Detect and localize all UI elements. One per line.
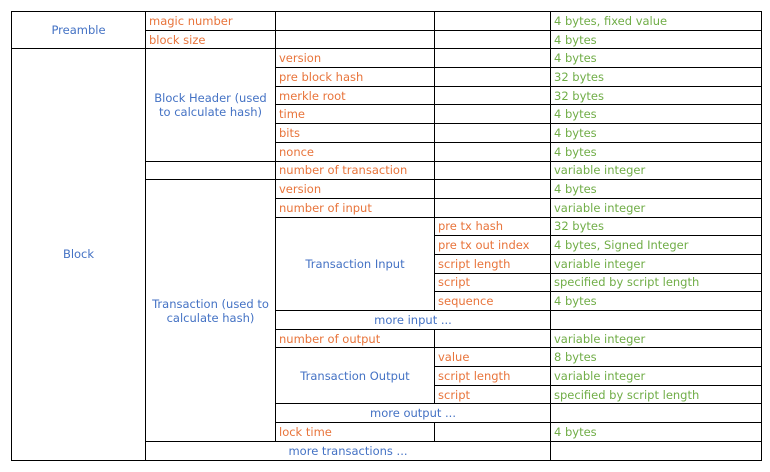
size-tx-version: 4 bytes bbox=[550, 179, 762, 199]
size-lock-time: 4 bytes bbox=[550, 422, 762, 442]
output-size: specified by script length bbox=[550, 384, 762, 405]
transaction-output-section: Transaction Output bbox=[275, 347, 435, 405]
header-size: 32 bytes bbox=[550, 85, 762, 106]
header-size: 4 bytes bbox=[550, 104, 762, 125]
more-input: more input ... bbox=[275, 310, 551, 330]
field-number-of-output: number of output bbox=[275, 328, 435, 349]
field-magic-number: magic number bbox=[145, 11, 276, 31]
header-size: 32 bytes bbox=[550, 67, 762, 87]
header-field: time bbox=[275, 104, 435, 125]
header-size: 4 bytes bbox=[550, 48, 762, 69]
header-field: version bbox=[275, 48, 435, 69]
header-field: bits bbox=[275, 123, 435, 143]
more-transactions: more transactions ... bbox=[145, 440, 551, 461]
more-output: more output ... bbox=[275, 403, 551, 424]
size-magic-number: 4 bytes, fixed value bbox=[550, 11, 762, 31]
block-structure-table: Preamble magic number 4 bytes, fixed val… bbox=[11, 10, 762, 461]
input-field: pre tx out index bbox=[434, 235, 551, 255]
input-field: sequence bbox=[434, 291, 551, 311]
input-size: variable integer bbox=[550, 253, 762, 274]
field-number-of-transaction: number of transaction bbox=[275, 160, 435, 181]
header-field: merkle root bbox=[275, 85, 435, 106]
size-number-of-output: variable integer bbox=[550, 328, 762, 349]
output-size: 8 bytes bbox=[550, 347, 762, 368]
header-size: 4 bytes bbox=[550, 123, 762, 143]
input-size: specified by script length bbox=[550, 272, 762, 293]
input-size: 4 bytes bbox=[550, 291, 762, 311]
header-field: pre block hash bbox=[275, 67, 435, 87]
input-field: script bbox=[434, 272, 551, 293]
block-header-section: Block Header (used to calculate hash) bbox=[145, 48, 276, 162]
block-section: Block bbox=[11, 48, 146, 461]
output-field: script bbox=[434, 384, 551, 405]
input-size: 4 bytes, Signed Integer bbox=[550, 235, 762, 255]
input-size: 32 bytes bbox=[550, 216, 762, 237]
size-block-size: 4 bytes bbox=[550, 29, 762, 50]
output-field: value bbox=[434, 347, 551, 368]
input-field: pre tx hash bbox=[434, 216, 551, 237]
header-field: nonce bbox=[275, 141, 435, 162]
field-block-size: block size bbox=[145, 29, 276, 50]
field-tx-version: version bbox=[275, 179, 435, 199]
transaction-input-section: Transaction Input bbox=[275, 216, 435, 312]
preamble-section: Preamble bbox=[11, 10, 146, 50]
size-number-of-transaction: variable integer bbox=[550, 160, 762, 181]
input-field: script length bbox=[434, 253, 551, 274]
header-size: 4 bytes bbox=[550, 141, 762, 162]
field-number-of-input: number of input bbox=[275, 197, 435, 218]
output-field: script length bbox=[434, 366, 551, 386]
transaction-section: Transaction (used to calculate hash) bbox=[145, 179, 276, 442]
size-number-of-input: variable integer bbox=[550, 197, 762, 218]
output-size: variable integer bbox=[550, 366, 762, 386]
field-lock-time: lock time bbox=[275, 422, 435, 442]
